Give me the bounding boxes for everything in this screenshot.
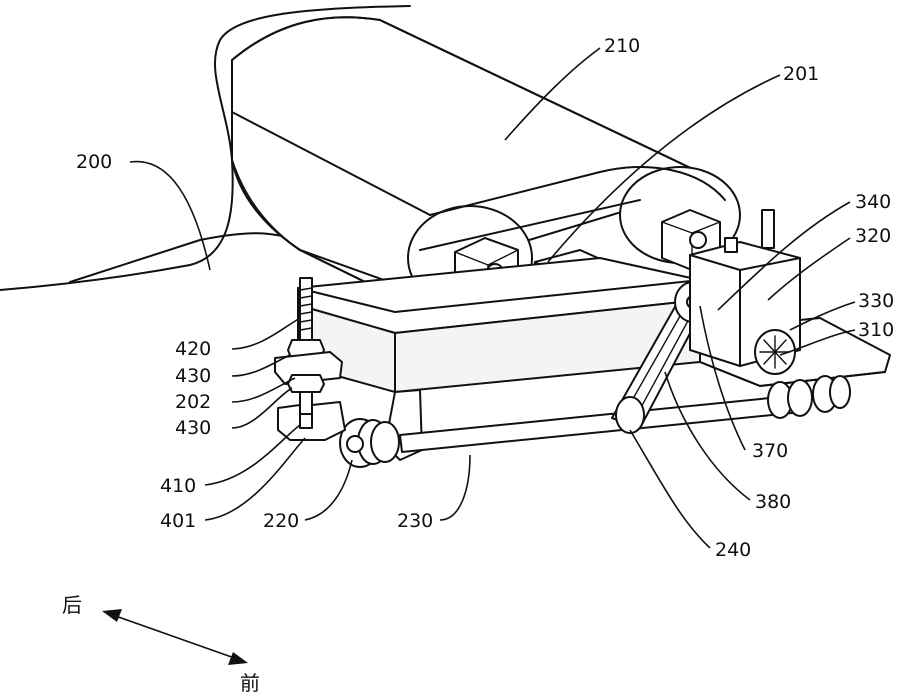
label-430-lower: 430 [175,417,211,439]
bracket-and-wheel [339,389,423,468]
label-420: 420 [175,338,211,360]
label-430-upper: 430 [175,365,211,387]
label-370: 370 [752,440,788,462]
motor-box [689,209,801,375]
arrowhead-back [102,609,122,622]
label-320: 320 [855,225,891,247]
label-330: 330 [858,290,894,312]
label-240: 240 [715,539,751,561]
label-310: 310 [858,319,894,341]
label-380: 380 [755,491,791,513]
shaft [399,375,851,453]
label-200: 200 [76,151,112,173]
reference-numerals: 210 201 200 340 320 330 310 420 430 202 … [76,35,894,561]
label-202: 202 [175,391,211,413]
arrowhead-front [228,652,248,665]
label-back: 后 [62,593,82,617]
leader-lines [129,47,856,549]
label-220: 220 [263,510,299,532]
adjuster-assembly [274,277,346,441]
label-front: 前 [240,671,260,695]
label-410: 410 [160,475,196,497]
label-230: 230 [397,510,433,532]
label-401: 401 [160,510,196,532]
label-340: 340 [855,191,891,213]
label-210: 210 [604,35,640,57]
label-201: 201 [783,63,819,85]
direction-indicator: 后 前 [62,593,260,695]
